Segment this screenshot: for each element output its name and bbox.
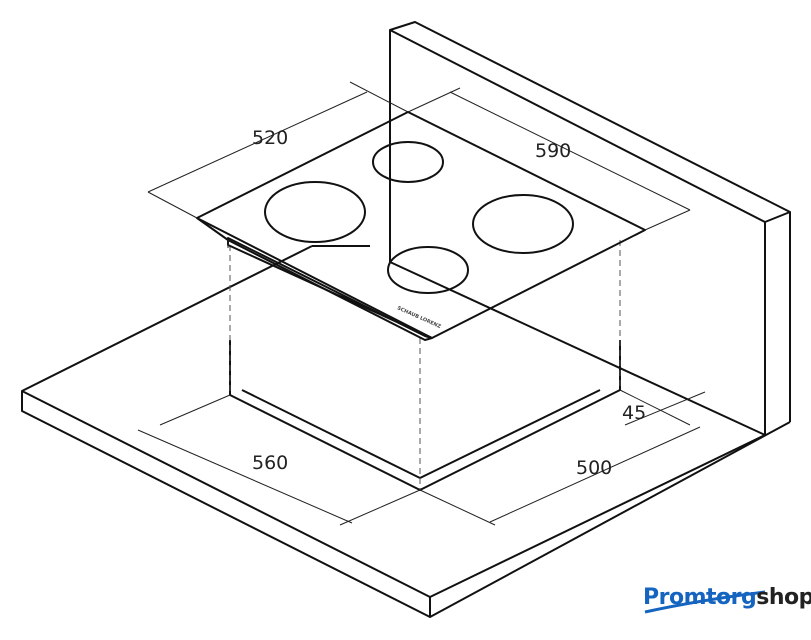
dimension-560: 560 xyxy=(252,452,288,474)
wall xyxy=(389,21,791,435)
promtorgshop-logo: Promtorgshop xyxy=(643,585,811,610)
dimension-590: 590 xyxy=(535,140,571,162)
burner-rear xyxy=(372,141,444,183)
dimension-520: 520 xyxy=(252,127,288,149)
hob-brand-label: SCHAUB LORENZ xyxy=(396,305,442,330)
logo-part1: Promtorg xyxy=(643,585,757,610)
burner-left xyxy=(264,181,366,243)
dimension-45: 45 xyxy=(622,402,646,424)
dimension-lines xyxy=(137,81,706,526)
burner-right xyxy=(472,194,574,254)
logo-part2: shop xyxy=(756,585,811,610)
burner-front xyxy=(387,246,469,294)
dimension-500: 500 xyxy=(576,457,612,479)
countertop xyxy=(21,245,791,618)
logo-swoosh xyxy=(644,590,766,614)
